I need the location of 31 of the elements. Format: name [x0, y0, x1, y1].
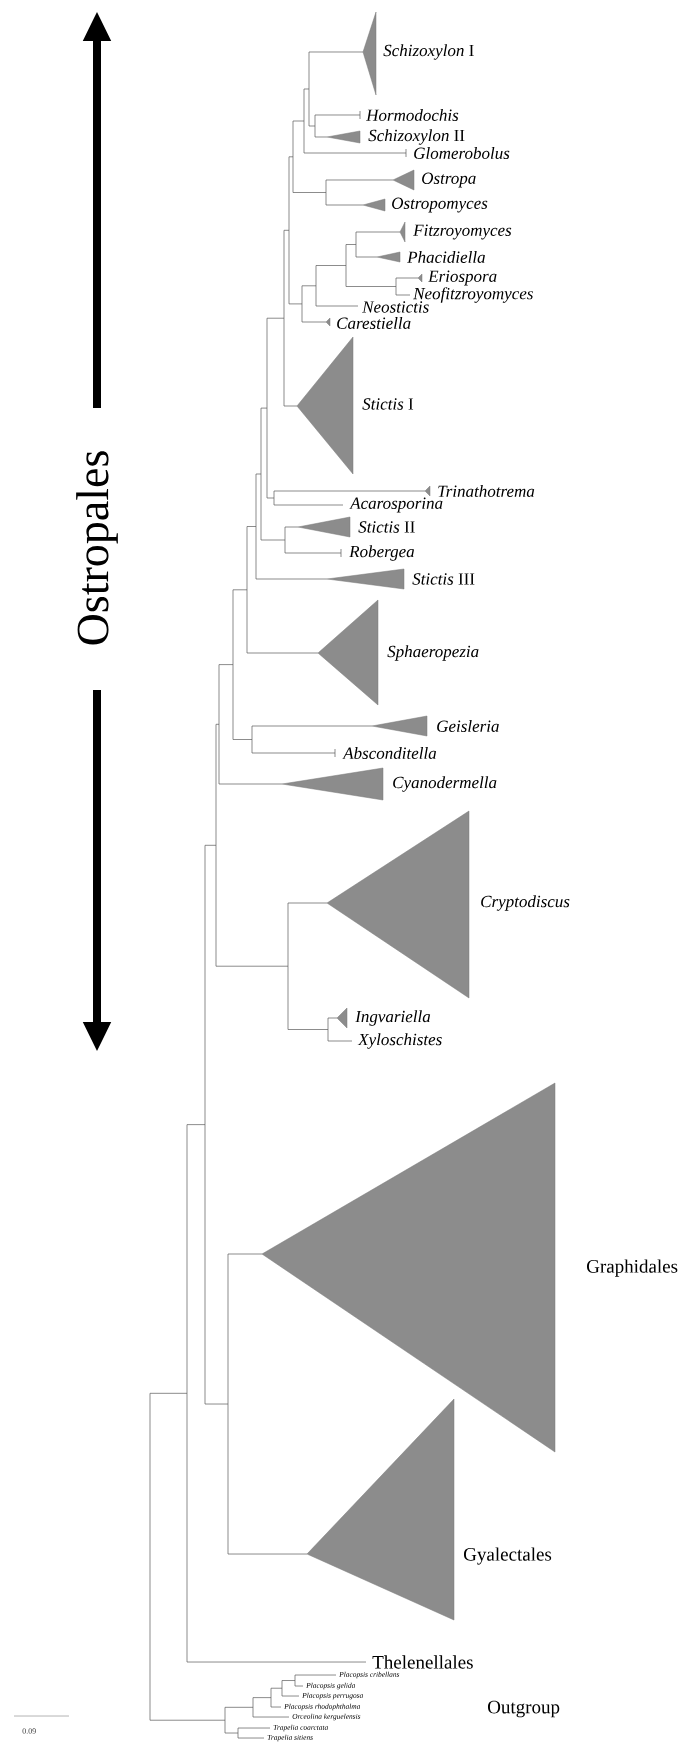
clade-label: Graphidales: [587, 1259, 678, 1277]
taxon-label: Sphaeropezia: [387, 645, 479, 661]
taxon-label: Stictis I: [362, 398, 414, 410]
taxon-label: Ostropa: [422, 172, 476, 188]
taxon-label: Schizoxylon I: [383, 44, 474, 60]
scale-label: 0.09: [22, 1728, 36, 1734]
taxon-label: Eriospora: [428, 270, 497, 286]
taxon-label: Robergea: [349, 545, 415, 561]
taxon-label: Fitzroyomyces: [413, 224, 512, 240]
taxon-label: Geisleria: [437, 720, 499, 732]
taxon-label: Absconditella: [342, 747, 437, 759]
taxon-label: Schizoxylon II: [368, 129, 465, 145]
clade-label: Outgroup: [488, 1700, 560, 1718]
taxon-label: Stictis II: [358, 521, 415, 533]
taxon-label: Hormodochis: [366, 109, 459, 121]
taxon-label: Phacidiella: [407, 251, 485, 263]
taxon-label: Carestiella: [337, 317, 411, 329]
taxon-label: Neofitzroyomyces: [413, 287, 533, 303]
clade-label: Gyalectales: [464, 1547, 552, 1565]
taxon-label: Cryptodiscus: [481, 895, 570, 911]
taxon-label: Glomerobolus: [414, 147, 510, 159]
taxon-label: Ingvariella: [355, 1010, 431, 1026]
taxon-label: Stictis III: [412, 573, 475, 585]
clade-label: Ostropales: [76, 451, 118, 645]
taxon-label: Ostropomyces: [392, 197, 488, 213]
taxon-label: Trinathotrema: [438, 485, 535, 497]
taxon-label: Cyanodermella: [393, 776, 497, 792]
taxon-label: Acarosporina: [349, 497, 443, 513]
clade-label: Thelenellales: [372, 1655, 473, 1669]
taxon-label: Neostictis: [362, 301, 429, 313]
taxon-label: Xyloschistes: [357, 1033, 442, 1049]
